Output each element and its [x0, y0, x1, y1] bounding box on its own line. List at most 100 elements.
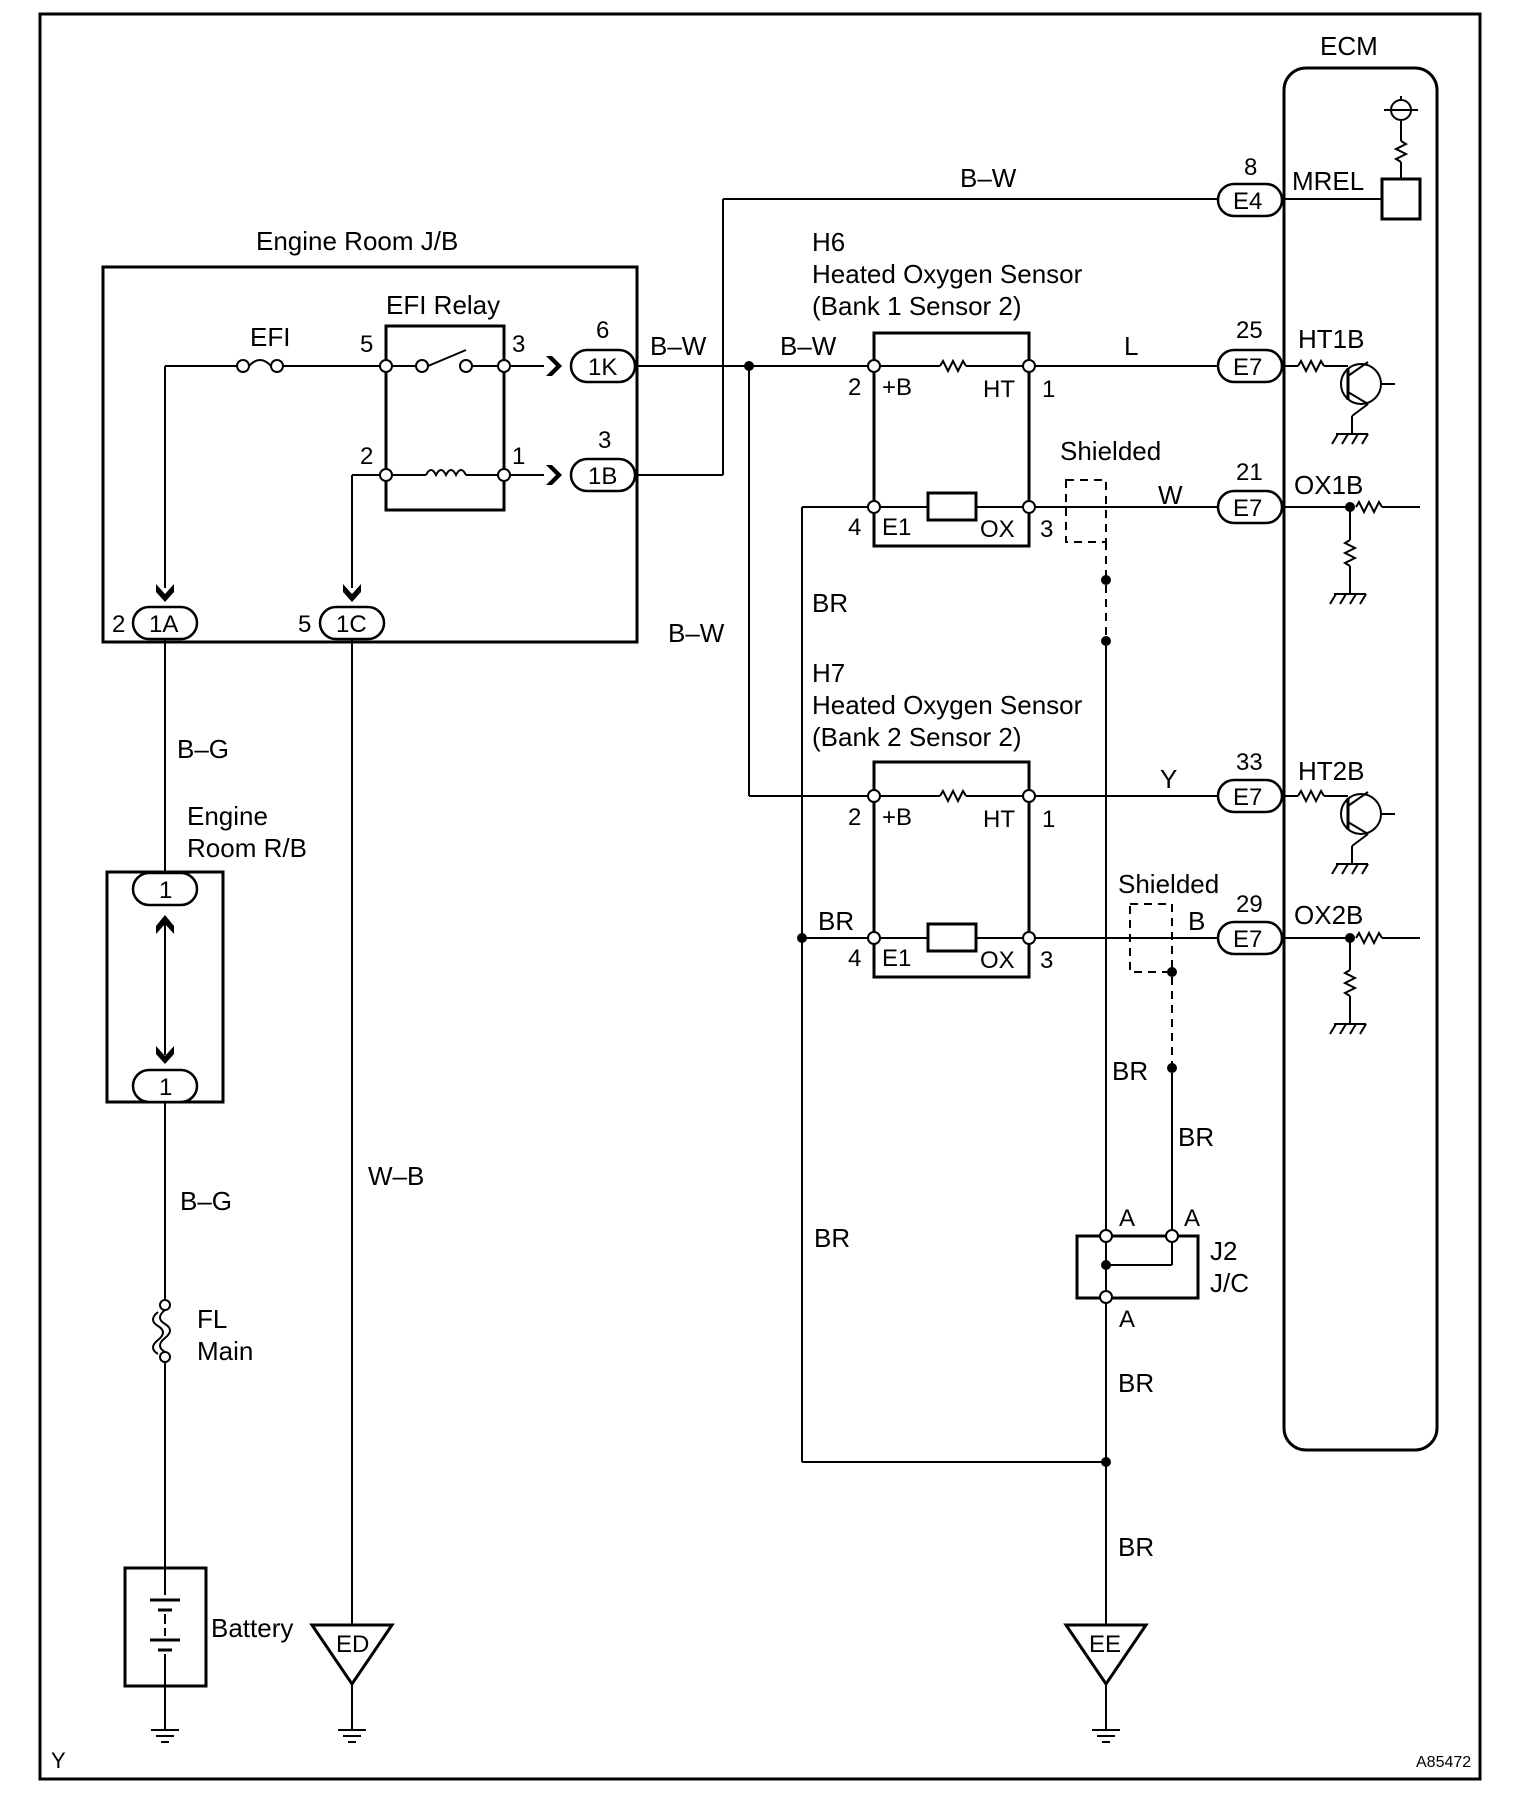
ecm-ht2b: HT2B [1298, 756, 1364, 786]
efi-relay-pin-2: 2 [360, 443, 373, 470]
shielded-label-2: Shielded [1118, 869, 1219, 899]
h7-pin-2: 2 [848, 804, 861, 831]
diagram-frame [38, 12, 1482, 1781]
ecm-ht1b: HT1B [1298, 324, 1364, 354]
h6-code: H6 [812, 227, 845, 257]
h6-pin-3: 3 [1040, 516, 1053, 543]
ecm: ECM E4 8 E7 25 E7 21 E7 33 E7 29 MREL HT… [1216, 31, 1439, 1452]
h6-ox: OX [980, 516, 1015, 543]
junction-j2: A A A J2 J/C [1075, 1205, 1249, 1333]
h7-ht: HT [983, 806, 1015, 833]
corner-code-left: Y [51, 1748, 66, 1773]
fl-main-fuse: FL Main [152, 1299, 253, 1366]
wire-bw-mrel: B–W [960, 163, 1017, 193]
ground-ee: EE [1063, 1623, 1149, 1743]
connector-1c-pin: 5 [298, 611, 311, 638]
e4-pin: 8 [1244, 154, 1257, 181]
h7-e1: E1 [882, 945, 911, 972]
h7-bank: (Bank 2 Sensor 2) [812, 722, 1022, 752]
shielded-label-1: Shielded [1060, 436, 1161, 466]
wire-y: Y [1160, 764, 1177, 794]
h6-bank: (Bank 1 Sensor 2) [812, 291, 1022, 321]
wire-bg-upper: B–G [177, 734, 229, 764]
engine-room-jb-label: Engine Room J/B [256, 226, 458, 256]
connector-1a: 1A [149, 611, 178, 638]
wire-l: L [1124, 331, 1138, 361]
efi-relay-pin-3: 3 [512, 331, 525, 358]
wire-bw-h6: B–W [780, 331, 837, 361]
connector-1b: 1B [588, 463, 617, 490]
wire-b: B [1188, 906, 1205, 936]
engine-room-rb-label-1: Engine [187, 801, 268, 831]
j2-pin-a-bottom: A [1119, 1306, 1135, 1333]
corner-code-right: A85472 [1416, 1754, 1471, 1771]
efi-relay: EFI Relay 5 3 2 1 [360, 290, 525, 512]
e7-ht1b-pin: 25 [1236, 317, 1263, 344]
rb-connector-top: 1 [159, 877, 172, 904]
fl-main-label-1: FL [197, 1304, 227, 1334]
connector-e7-ox1b: E7 [1233, 495, 1262, 522]
battery-label: Battery [211, 1613, 293, 1643]
svg-text:ED: ED [336, 1631, 369, 1658]
wire-br-long: BR [814, 1223, 850, 1253]
h6-ht: HT [983, 376, 1015, 403]
j2-pin-a-right: A [1184, 1205, 1200, 1232]
wire-bw-branch: B–W [668, 618, 725, 648]
e7-ox2b-pin: 29 [1236, 891, 1263, 918]
j2-name: J/C [1210, 1268, 1249, 1298]
h6-e1: E1 [882, 514, 911, 541]
h7-name: Heated Oxygen Sensor [812, 690, 1083, 720]
wire-br-ground: BR [1118, 1532, 1154, 1562]
connector-1c: 1C [336, 611, 367, 638]
wire-br-h6: BR [812, 588, 848, 618]
wire-bg-lower: B–G [180, 1186, 232, 1216]
engine-room-rb: Engine Room R/B 1 1 [105, 801, 307, 1104]
j2-code: J2 [1210, 1236, 1237, 1266]
e7-ht2b-pin: 33 [1236, 749, 1263, 776]
h6-pin-2: 2 [848, 374, 861, 401]
engine-room-jb: Engine Room J/B EFI EFI Relay 5 3 2 [101, 226, 639, 644]
h7-pin-4: 4 [848, 945, 861, 972]
efi-relay-pin-5: 5 [360, 331, 373, 358]
connector-e7-ht2b: E7 [1233, 784, 1262, 811]
sensor-h6: H6 Heated Oxygen Sensor (Bank 1 Sensor 2… [812, 227, 1083, 548]
fl-main-label-2: Main [197, 1336, 253, 1366]
h7-code: H7 [812, 658, 845, 688]
ecm-ox1b: OX1B [1294, 470, 1363, 500]
wire-w: W [1158, 480, 1183, 510]
svg-text:EE: EE [1089, 1631, 1121, 1658]
connector-e4: E4 [1233, 188, 1262, 215]
j2-pin-a-left: A [1119, 1205, 1135, 1232]
wire-br-shield-1: BR [1112, 1056, 1148, 1086]
ecm-label: ECM [1320, 31, 1378, 61]
battery: Battery [123, 1566, 293, 1688]
efi-relay-label: EFI Relay [386, 290, 500, 320]
h7-pin-1: 1 [1042, 806, 1055, 833]
connector-1a-pin: 2 [112, 611, 125, 638]
ground-ed: ED [309, 1623, 395, 1743]
ecm-mrel: MREL [1292, 166, 1364, 196]
efi-relay-pin-1: 1 [512, 443, 525, 470]
h6-name: Heated Oxygen Sensor [812, 259, 1083, 289]
h7-ox: OX [980, 947, 1015, 974]
h6-plus-b: +B [882, 374, 912, 401]
h7-plus-b: +B [882, 804, 912, 831]
engine-room-rb-label-2: Room R/B [187, 833, 307, 863]
h6-pin-4: 4 [848, 514, 861, 541]
wire-br-h7: BR [818, 906, 854, 936]
e7-ox1b-pin: 21 [1236, 459, 1263, 486]
wire-wb: W–B [368, 1161, 424, 1191]
connector-1k-pin: 6 [596, 317, 609, 344]
connector-1b-pin: 3 [598, 427, 611, 454]
h7-pin-3: 3 [1040, 947, 1053, 974]
rb-connector-bottom: 1 [159, 1074, 172, 1101]
connector-e7-ht1b: E7 [1233, 354, 1262, 381]
connector-1k: 1K [588, 354, 617, 381]
h6-pin-1: 1 [1042, 376, 1055, 403]
connector-e7-ox2b: E7 [1233, 926, 1262, 953]
efi-fuse-label: EFI [250, 322, 290, 352]
wire-bw-1k: B–W [650, 331, 707, 361]
wire-br-j2-out: BR [1118, 1368, 1154, 1398]
wire-br-shield-2: BR [1178, 1122, 1214, 1152]
